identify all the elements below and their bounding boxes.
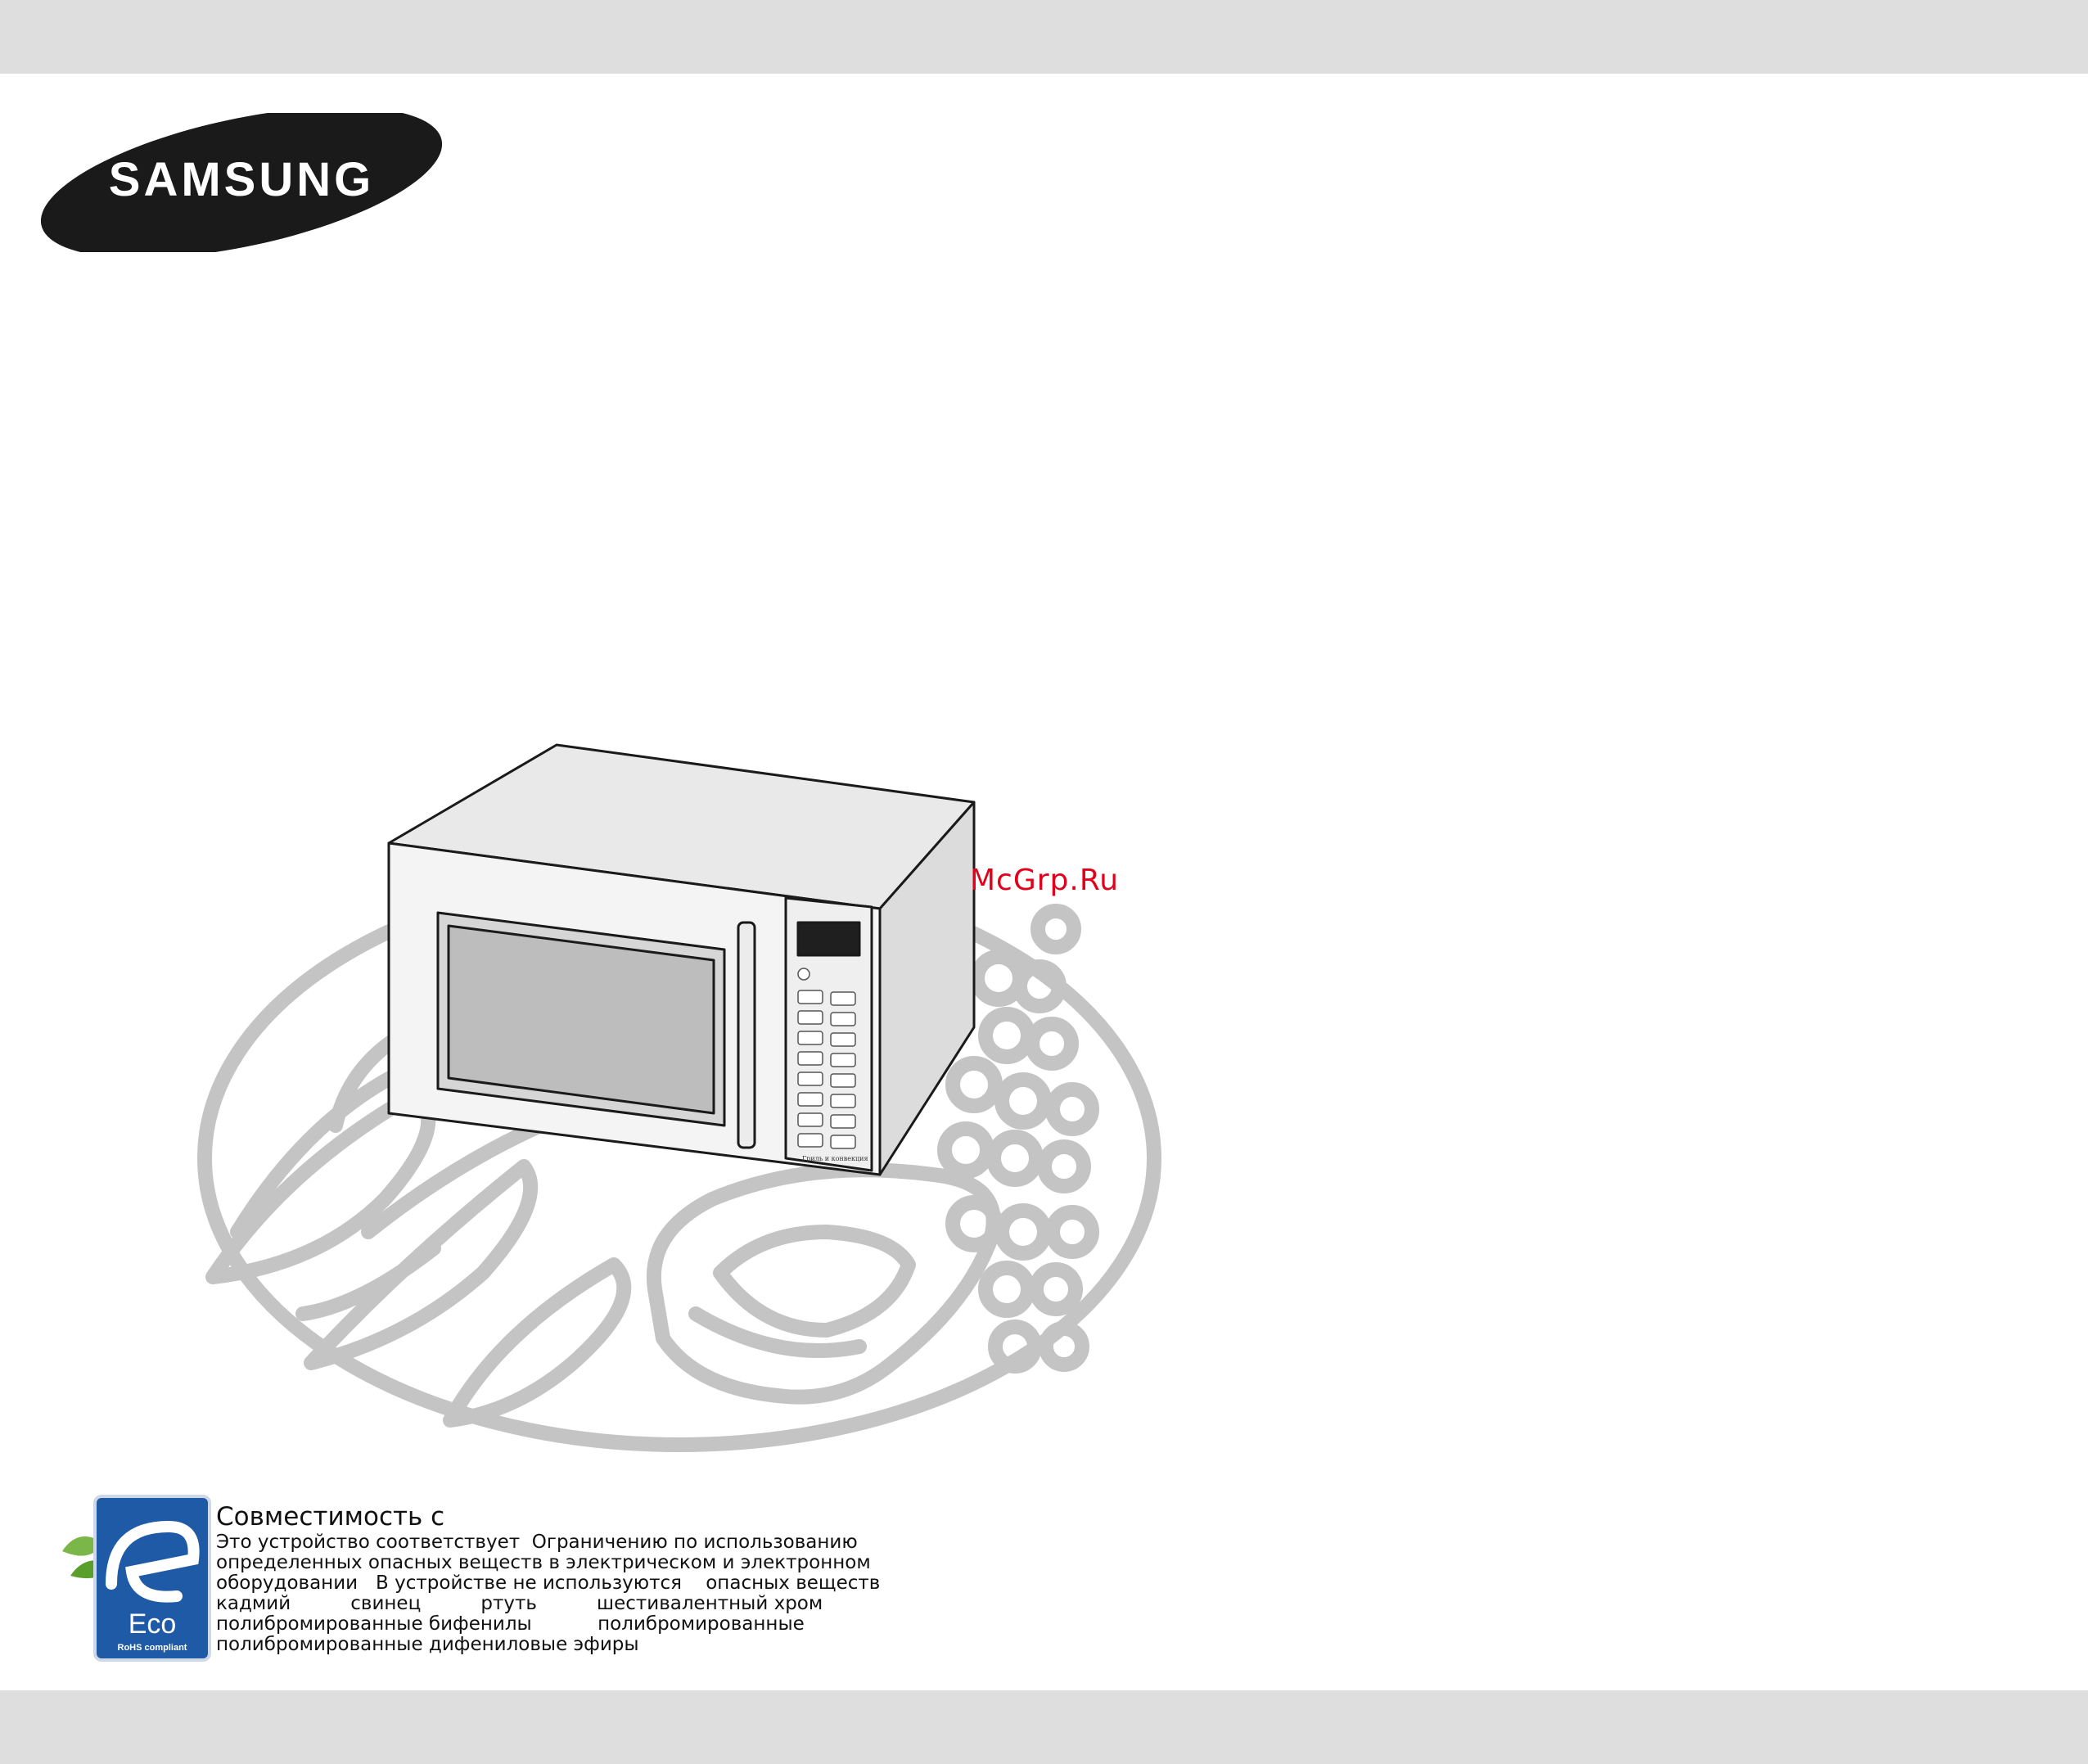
logo-text: SAMSUNG [109, 153, 374, 206]
food-platter [197, 864, 1161, 1452]
watermark: McGrp.Ru [970, 864, 1120, 897]
rohs-line: оборудовании В устройстве не используютс… [216, 1572, 881, 1594]
samsung-logo: SAMSUNG [40, 113, 443, 252]
microwave-illustration: Гриль и конвекция [197, 743, 1161, 1452]
rohs-compliance-text: Совместимость с Это устройство соответст… [216, 1503, 953, 1655]
bottom-band [0, 1690, 2088, 1764]
rohs-line: полибромированные бифенилы полибромирова… [216, 1613, 805, 1635]
rohs-line: определенных опасных веществ в электриче… [216, 1552, 871, 1573]
eco-rohs-badge: Eco RoHS compliant [62, 1495, 211, 1662]
eco-badge-label: Eco [129, 1608, 177, 1640]
microwave: Гриль и конвекция [387, 743, 976, 1176]
panel-label: Гриль и конвекция [802, 1155, 868, 1162]
rohs-line: полибромированные дифениловые эфиры [216, 1634, 639, 1655]
rohs-line: Это устройство соответствует Ограничению… [216, 1532, 858, 1553]
rohs-line: кадмий свинец ртуть шестивалентный хром [216, 1593, 823, 1614]
eco-badge-sublabel: RoHS compliant [118, 1643, 187, 1653]
top-band [0, 0, 2088, 74]
rohs-title: Совместимость с [216, 1502, 445, 1532]
